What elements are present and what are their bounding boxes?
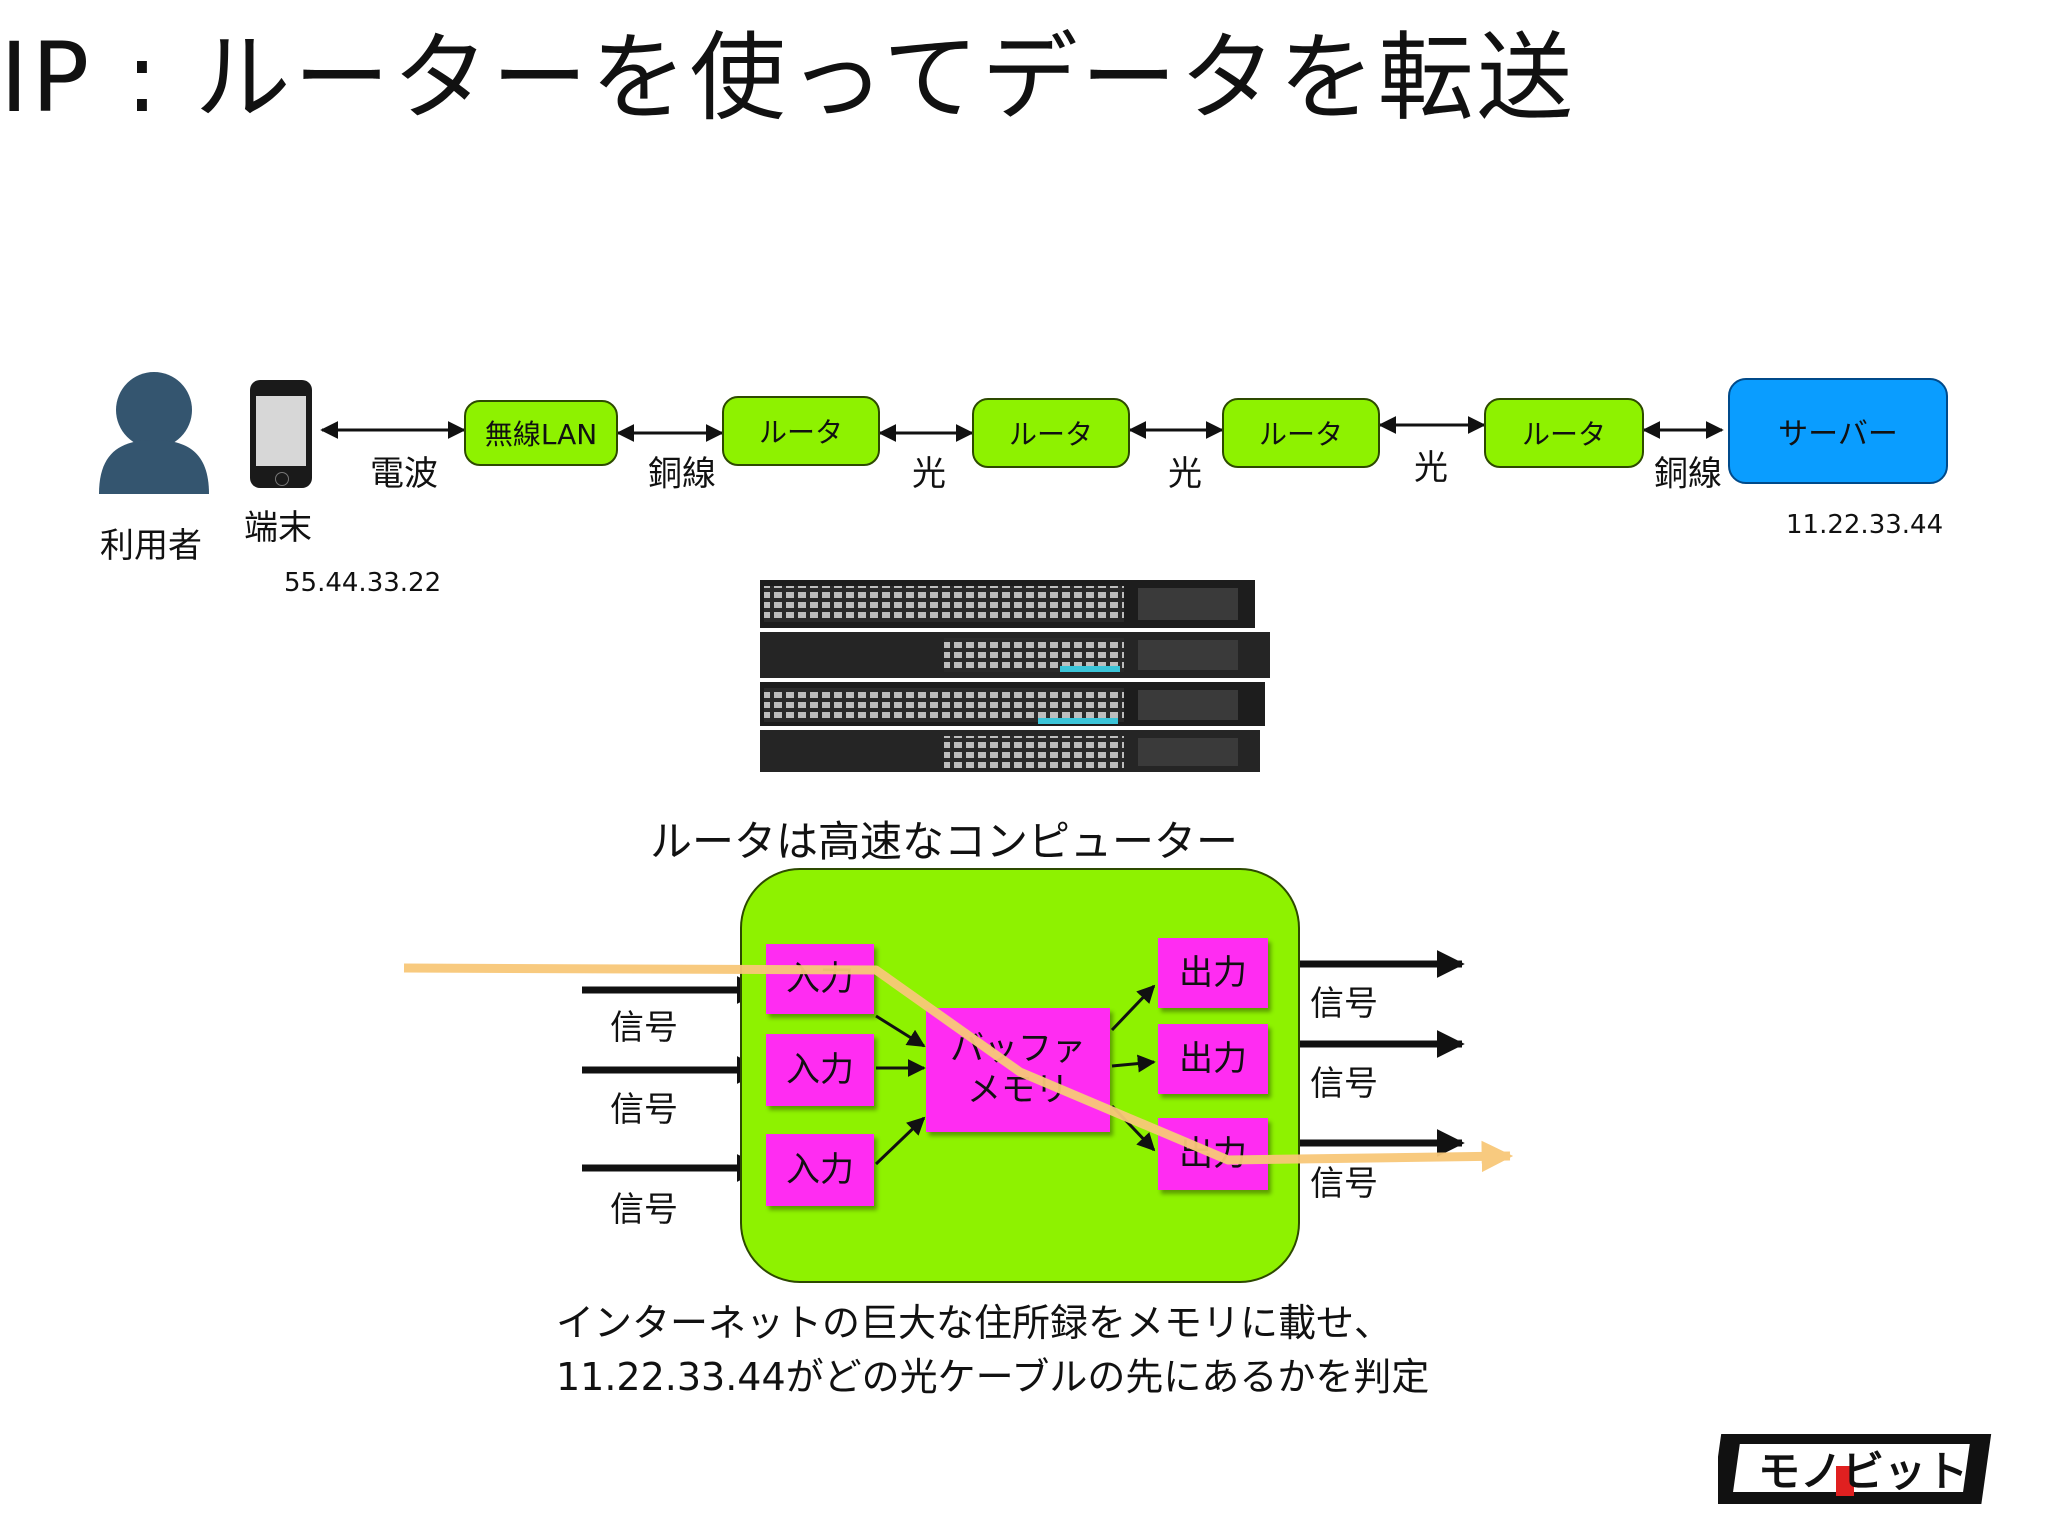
signal-out-label: 信号 bbox=[1310, 1164, 1378, 1204]
link-label-optical: 光 bbox=[912, 454, 946, 494]
page-title: IP : ルーターを使ってデータを転送 bbox=[0, 22, 1576, 134]
signal-in-label: 信号 bbox=[610, 1090, 678, 1130]
input-box-2: 入力 bbox=[766, 1034, 874, 1106]
signal-out-label: 信号 bbox=[1310, 1064, 1378, 1104]
input-box-3: 入力 bbox=[766, 1134, 874, 1206]
router-hardware-image bbox=[760, 580, 1270, 776]
bottom-caption-line1: インターネットの巨大な住所録をメモリに載せ、 bbox=[556, 1301, 1393, 1345]
flow-arrow bbox=[875, 1014, 926, 1048]
output-box-1: 出力 bbox=[1158, 938, 1268, 1008]
router-node-4: ルータ bbox=[1484, 398, 1644, 468]
input-box-1: 入力 bbox=[766, 944, 874, 1014]
link-label-radio: 電波 bbox=[370, 454, 438, 494]
logo-text: モノビット bbox=[1758, 1447, 1968, 1496]
link-label-copper: 銅線 bbox=[1654, 454, 1722, 494]
signal-out-label: 信号 bbox=[1310, 984, 1378, 1024]
terminal-ip: 55.44.33.22 bbox=[284, 568, 442, 598]
router-node-1: ルータ bbox=[722, 396, 880, 466]
flow-arrow bbox=[1110, 984, 1156, 1032]
router-node-3: ルータ bbox=[1222, 398, 1380, 468]
signal-in-label: 信号 bbox=[610, 1190, 678, 1230]
output-box-2: 出力 bbox=[1158, 1024, 1268, 1094]
terminal-label: 端末 bbox=[244, 508, 312, 548]
smartphone-icon bbox=[250, 380, 312, 488]
router-caption: ルータは高速なコンピューター bbox=[650, 817, 1239, 866]
router-node-2: ルータ bbox=[972, 398, 1130, 468]
monobit-logo: モノビット bbox=[1711, 1414, 2008, 1514]
wireless-lan-node: 無線LAN bbox=[464, 400, 618, 466]
user-icon bbox=[95, 368, 213, 494]
buffer-memory-label: バッファ メモリ bbox=[950, 1029, 1086, 1110]
data-path-highlight bbox=[403, 963, 1514, 1173]
signal-in-label: 信号 bbox=[610, 1008, 678, 1048]
user-label: 利用者 bbox=[100, 526, 202, 566]
server-ip: 11.22.33.44 bbox=[1786, 510, 1944, 540]
link-label-copper: 銅線 bbox=[648, 454, 716, 494]
link-label-optical: 光 bbox=[1414, 448, 1448, 488]
server-node: サーバー bbox=[1728, 378, 1948, 484]
flow-arrow bbox=[874, 1116, 926, 1166]
flow-arrow bbox=[1111, 1054, 1156, 1073]
link-label-optical: 光 bbox=[1168, 454, 1202, 494]
bottom-caption-line2: 11.22.33.44がどの光ケーブルの先にあるかを判定 bbox=[556, 1355, 1430, 1399]
